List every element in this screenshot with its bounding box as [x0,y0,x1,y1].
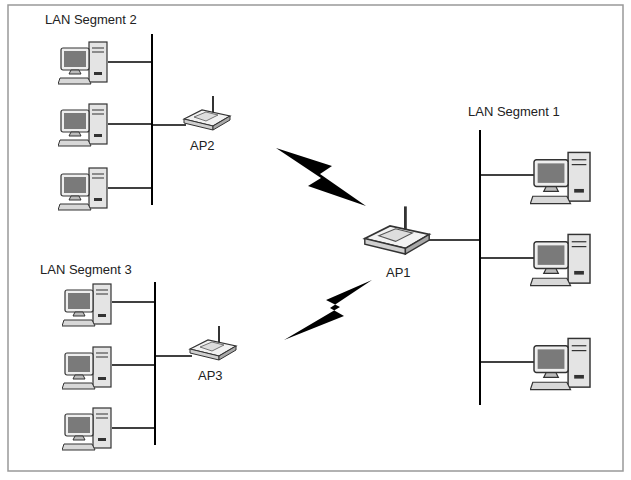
segment-label: LAN Segment 3 [40,262,132,278]
ap-label: AP2 [190,138,215,154]
ap-label: AP3 [198,368,223,384]
ap-label: AP1 [386,265,411,281]
segment-label: LAN Segment 2 [45,12,137,28]
segment-label: LAN Segment 1 [468,104,560,120]
